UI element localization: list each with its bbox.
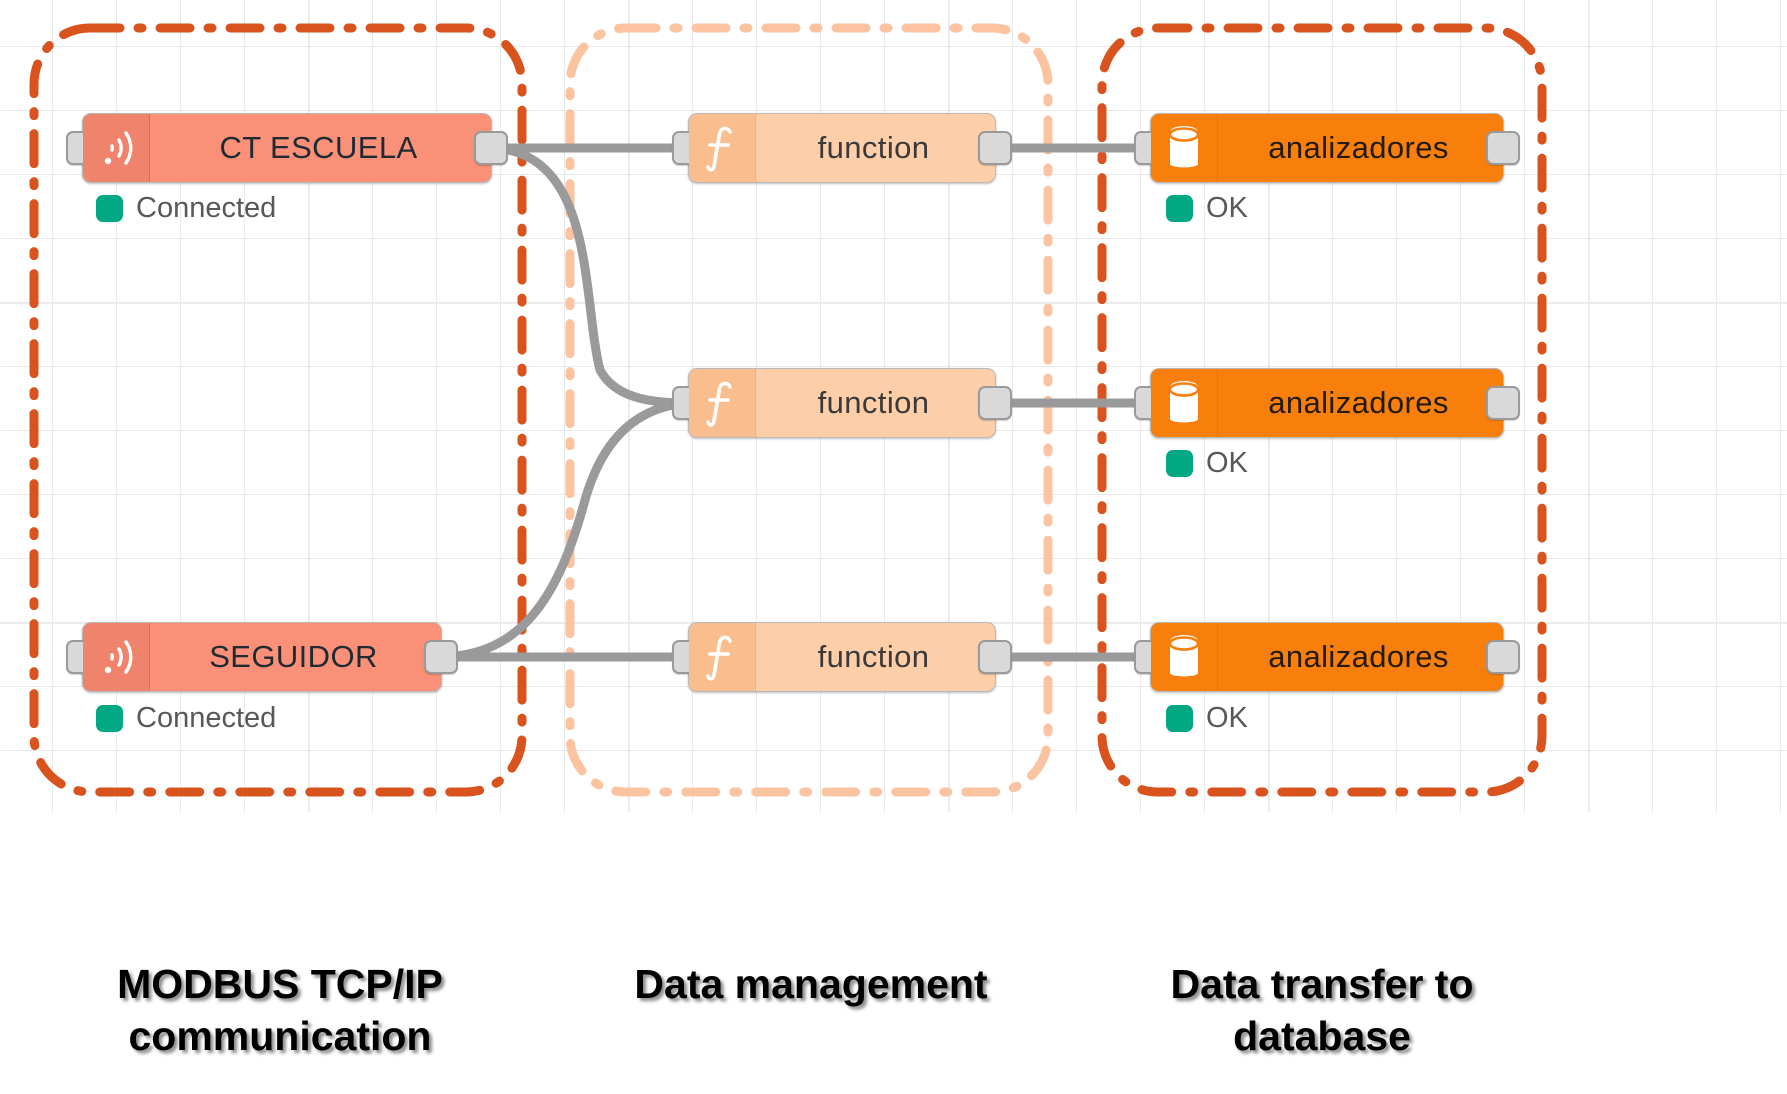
- status-indicator-dot: [1166, 705, 1193, 732]
- database-cylinder-icon: [1151, 623, 1218, 691]
- status-label: OK: [1206, 702, 1248, 734]
- caption-database-line1: Data transfer to: [1170, 961, 1474, 1007]
- node-label: function: [817, 639, 930, 674]
- status-seguidor: Connected: [96, 702, 276, 735]
- node-label: SEGUIDOR: [209, 639, 378, 674]
- node-label: analizadores: [1268, 130, 1449, 165]
- node-label: analizadores: [1268, 385, 1449, 420]
- radio-wave-icon: [83, 623, 150, 691]
- radio-wave-icon: [83, 114, 150, 182]
- caption-modbus-line2: communication: [128, 1013, 432, 1060]
- function-f-icon: [689, 369, 756, 437]
- node-ct-escuela[interactable]: CT ESCUELA: [66, 113, 508, 183]
- status-indicator-dot: [1166, 195, 1193, 222]
- status-label: OK: [1206, 192, 1248, 224]
- node-output-port[interactable]: [978, 386, 1012, 420]
- status-indicator-dot: [1166, 450, 1193, 477]
- status-analizadores-3: OK: [1166, 702, 1248, 735]
- node-output-port[interactable]: [1486, 386, 1520, 420]
- status-label: Connected: [136, 702, 277, 734]
- status-ct-escuela: Connected: [96, 192, 276, 225]
- node-output-port[interactable]: [978, 640, 1012, 674]
- caption-database: Data transfer to database: [1096, 958, 1548, 1063]
- caption-modbus-line1: MODBUS TCP/IP: [117, 961, 443, 1007]
- status-indicator-dot: [96, 195, 123, 222]
- status-indicator-dot: [96, 705, 123, 732]
- node-label: function: [817, 385, 930, 420]
- node-analizadores-2[interactable]: analizadores: [1134, 368, 1520, 438]
- node-output-port[interactable]: [1486, 640, 1520, 674]
- caption-modbus: MODBUS TCP/IP communication: [30, 958, 530, 1063]
- node-label: analizadores: [1268, 639, 1449, 674]
- node-analizadores-1[interactable]: analizadores: [1134, 113, 1520, 183]
- status-analizadores-1: OK: [1166, 192, 1248, 225]
- database-cylinder-icon: [1151, 369, 1218, 437]
- status-label: OK: [1206, 447, 1248, 479]
- node-seguidor[interactable]: SEGUIDOR: [66, 622, 458, 692]
- status-label: Connected: [136, 192, 277, 224]
- node-output-port[interactable]: [1486, 131, 1520, 165]
- caption-data-management-line1: Data management: [634, 961, 988, 1007]
- node-label: CT ESCUELA: [219, 130, 418, 165]
- status-analizadores-2: OK: [1166, 447, 1248, 480]
- database-cylinder-icon: [1151, 114, 1218, 182]
- node-function-3[interactable]: function: [672, 622, 1012, 692]
- function-f-icon: [689, 114, 756, 182]
- node-function-1[interactable]: function: [672, 113, 1012, 183]
- caption-data-management: Data management: [566, 958, 1056, 1010]
- node-function-2[interactable]: function: [672, 368, 1012, 438]
- node-analizadores-3[interactable]: analizadores: [1134, 622, 1520, 692]
- node-output-port[interactable]: [978, 131, 1012, 165]
- caption-database-line2: database: [1233, 1013, 1411, 1060]
- node-output-port[interactable]: [474, 131, 508, 165]
- function-f-icon: [689, 623, 756, 691]
- node-label: function: [817, 130, 930, 165]
- node-output-port[interactable]: [424, 640, 458, 674]
